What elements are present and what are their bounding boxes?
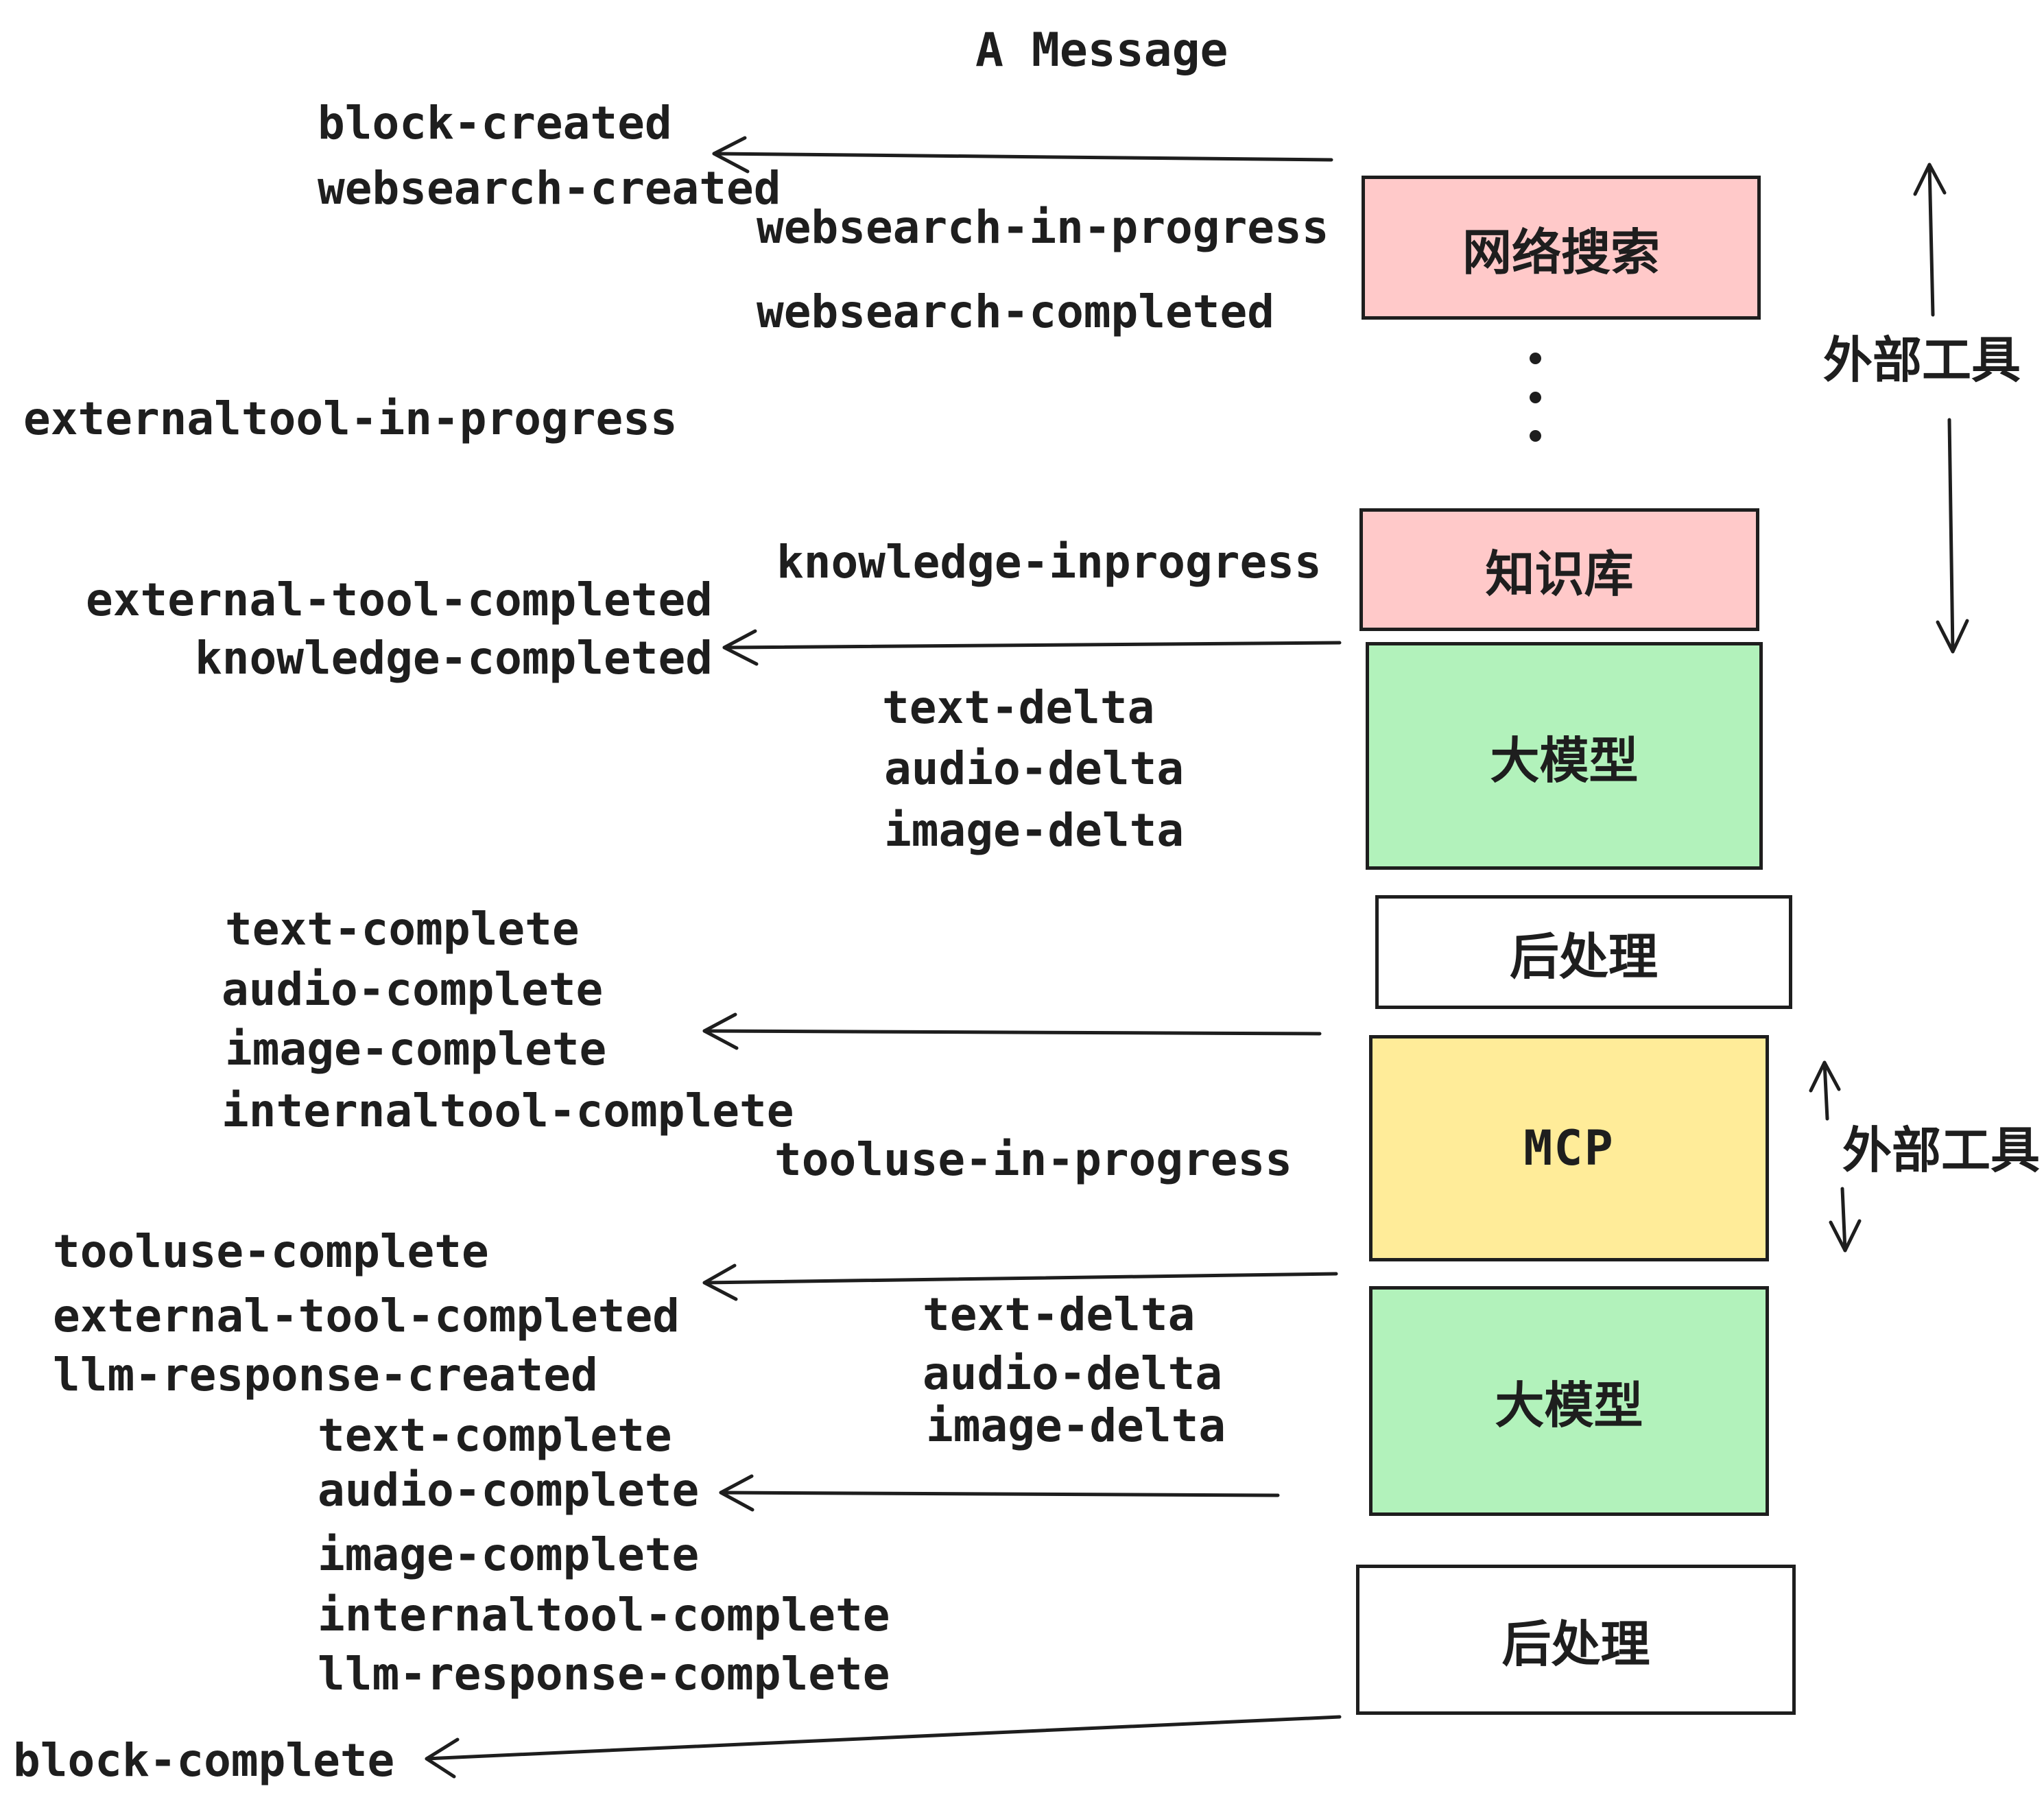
arrow-knowledge-completed	[722, 629, 1342, 666]
event-text-complete-1: text-complete	[225, 903, 580, 956]
box-postprocess-1-label: 后处理	[1509, 929, 1658, 985]
box-llm-2: 大模型	[1369, 1286, 1769, 1516]
event-audio-delta-2: audio-delta	[923, 1347, 1223, 1400]
event-block-created: block-created	[318, 97, 672, 150]
event-image-delta-2: image-delta	[926, 1399, 1226, 1452]
arrow-image-complete	[702, 1012, 1322, 1050]
event-image-delta-1: image-delta	[884, 804, 1185, 857]
box-postprocess-1: 后处理	[1375, 895, 1792, 1009]
ellipsis-dot	[1529, 391, 1541, 403]
arrow-external-tools-up-2	[1809, 1060, 1841, 1121]
box-mcp-label: MCP	[1523, 1120, 1615, 1176]
box-websearch-label: 网络搜索	[1462, 225, 1660, 281]
box-websearch: 网络搜索	[1362, 176, 1761, 320]
event-audio-delta-1: audio-delta	[884, 742, 1185, 795]
arrow-external-tools-down-1	[1936, 418, 1969, 654]
box-llm-2-label: 大模型	[1495, 1379, 1643, 1434]
vertical-ellipsis-icon	[1528, 353, 1542, 442]
event-text-delta-1: text-delta	[882, 681, 1155, 734]
arrow-external-tools-up-1	[1913, 163, 1947, 317]
box-llm-1-label: 大模型	[1490, 733, 1639, 789]
event-knowledge-inprogress: knowledge-inprogress	[776, 536, 1322, 589]
event-image-complete-2: image-complete	[318, 1528, 700, 1581]
event-image-complete-1: image-complete	[225, 1023, 607, 1076]
event-text-complete-2: text-complete	[318, 1409, 672, 1462]
event-text-delta-2: text-delta	[923, 1288, 1196, 1341]
side-label-external-tools-2: 外部工具	[1842, 1124, 2041, 1178]
box-postprocess-2-label: 后处理	[1501, 1617, 1650, 1672]
event-externaltool-in-progress: externaltool-in-progress	[23, 392, 678, 445]
box-mcp: MCP	[1369, 1035, 1769, 1261]
event-tooluse-complete: tooluse-complete	[53, 1225, 489, 1278]
box-llm-1: 大模型	[1366, 642, 1763, 870]
event-internaltool-complete-1: internaltool-complete	[222, 1084, 794, 1137]
ellipsis-dot	[1529, 353, 1541, 364]
event-external-tool-completed-1: external-tool-completed	[86, 573, 713, 626]
event-block-complete: block-complete	[13, 1734, 395, 1787]
event-websearch-completed: websearch-completed	[757, 285, 1274, 338]
arrow-audio-complete	[719, 1474, 1280, 1512]
ellipsis-dot	[1529, 430, 1541, 442]
event-audio-complete-1: audio-complete	[222, 963, 604, 1016]
arrow-block-complete	[425, 1715, 1342, 1779]
arrow-block-created	[712, 136, 1333, 174]
event-internaltool-complete-2: internaltool-complete	[318, 1589, 890, 1641]
side-label-external-tools-1: 外部工具	[1823, 333, 2021, 388]
event-external-tool-completed-2: external-tool-completed	[53, 1290, 680, 1342]
event-websearch-created: websearch-created	[318, 162, 781, 215]
box-knowledge-base: 知识库	[1359, 508, 1759, 631]
event-knowledge-completed: knowledge-completed	[195, 632, 713, 685]
event-llm-response-complete: llm-response-complete	[318, 1648, 890, 1700]
event-websearch-in-progress: websearch-in-progress	[757, 201, 1329, 254]
box-postprocess-2: 后处理	[1356, 1565, 1796, 1715]
event-llm-response-created: llm-response-created	[53, 1349, 598, 1401]
arrow-tooluse-complete	[702, 1263, 1338, 1301]
arrow-external-tools-down-2	[1829, 1187, 1862, 1253]
diagram-title: A Message	[975, 23, 1228, 78]
event-audio-complete-2: audio-complete	[318, 1464, 700, 1517]
event-tooluse-in-progress: tooluse-in-progress	[774, 1133, 1292, 1186]
box-knowledge-base-label: 知识库	[1485, 547, 1634, 602]
